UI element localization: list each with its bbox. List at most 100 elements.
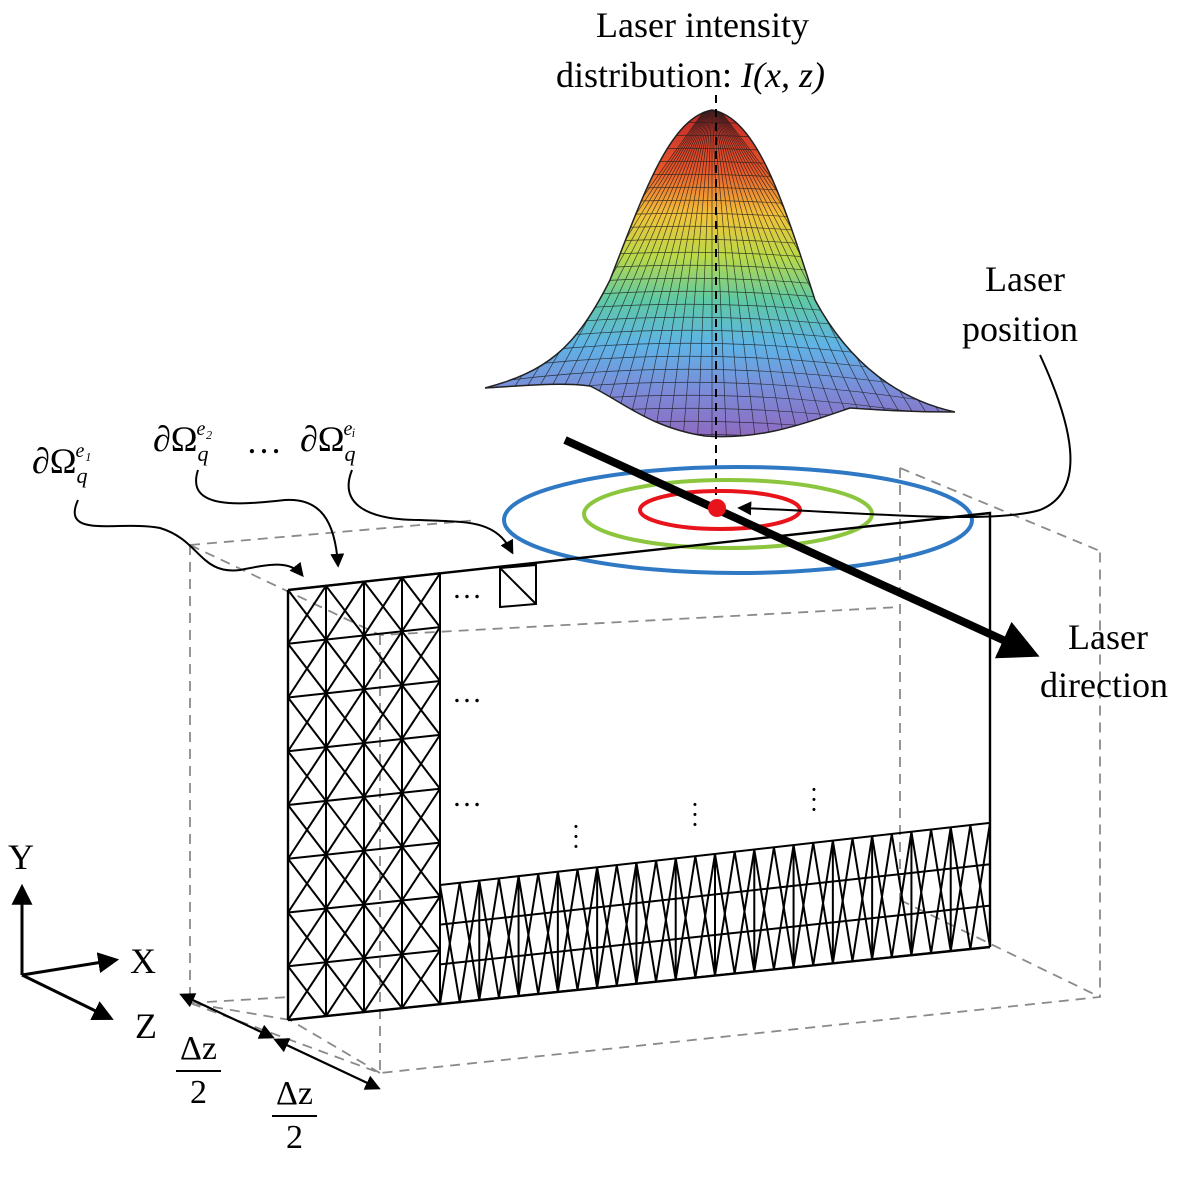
mesh-diagonal [831,838,854,964]
mesh-diagonal [363,576,403,636]
gaussian-radial-line [711,110,785,437]
mesh-left-column [287,572,441,1021]
gaussian-radial-line [711,110,843,437]
mesh-diagonal [694,855,716,976]
mesh-diagonal [714,851,736,976]
pointer-ei [347,469,514,555]
mesh-diagonal [287,800,327,860]
gaussian-radial-line [639,110,713,437]
mesh-diagonal [325,903,365,963]
gaussian-contour-line [460,447,980,475]
boundary-label-ei: ∂Ωqeᵢ [300,418,356,466]
mesh-diagonal [287,907,327,967]
gaussian-radial-line [711,110,858,437]
mesh-diagonal [401,626,441,686]
boundary-ellipsis: … [246,421,282,461]
gaussian-radial-line [653,110,713,437]
mesh-diagonal [401,734,441,794]
mesh-ellipsis-top: … [452,572,484,605]
mesh-diagonal [325,688,365,748]
dz-half-label-2: Δz 2 [272,1075,317,1157]
mesh-diagonal [325,796,365,856]
pointer-e1 [73,499,304,578]
gaussian-radial-line [711,110,800,437]
mesh-diagonal [458,882,481,1001]
axis-z-label: Z [135,1006,157,1046]
mesh-diagonal [969,824,991,948]
mesh-diagonal [401,788,441,848]
mesh-diagonal [325,742,365,802]
laser-direction-label-2: direction [1040,665,1168,705]
mesh-diagonal [635,860,658,984]
mesh-diagonal [363,953,403,1013]
title-formula: I(x, z) [741,55,825,95]
laser-position-label-2: position [962,309,1079,349]
mesh-diagonal [363,630,403,690]
boundary-label-e1: ∂Ωqe₁ [32,440,92,488]
mesh-diagonal [401,680,441,740]
axis-x-label: X [130,941,156,981]
mesh-diagonal [753,847,775,972]
gaussian-radial-line [711,110,887,437]
mesh-vdots-1: ··· [571,812,581,861]
mesh-diagonal [733,851,756,972]
mesh-diagonal [325,957,365,1017]
title-line2-prefix: distribution: [556,55,742,95]
axis-z-arrow [21,973,114,1021]
boundary-element-i [499,563,537,609]
mesh-diagonal [890,833,913,956]
mesh-diagonal [363,684,403,744]
mesh-diagonal [596,864,618,988]
mesh-diagonal [401,842,441,902]
gaussian-surface [460,109,980,475]
axis-y-label: Y [8,837,34,877]
mesh-diagonal [576,869,599,988]
coordinate-axes [11,883,120,1021]
gaussian-radial-line [711,110,872,437]
mesh-diagonal [655,860,677,980]
mesh-diagonal [792,842,815,968]
gaussian-contour-line [485,433,955,437]
mesh-diagonal [674,855,697,980]
gaussian-radial-line [711,110,814,437]
gaussian-fill [484,109,956,438]
mesh-vdots-2: ··· [690,790,700,839]
mesh-diagonal [325,634,365,694]
mesh-diagonal [910,829,933,956]
laser-point [708,499,726,517]
mesh-diagonal [517,873,540,997]
title-line2: distribution: I(x, z) [556,54,825,97]
mesh-diagonal [851,838,874,960]
gaussian-radial-line [711,110,829,437]
mesh-diagonal [772,847,795,968]
gaussian-radial-line [711,110,756,437]
axis-x-arrow [21,952,120,977]
gaussian-radial-line [624,110,713,437]
gaussian-radial-line [610,110,713,437]
laser-position-label-1: Laser [985,259,1065,299]
mesh-diagonal [871,833,893,960]
mesh-diagonal [401,895,441,955]
mesh-diagonal [287,854,327,914]
gaussian-radial-line [595,110,713,437]
mesh-diagonal [363,792,403,852]
mesh-diagonal [615,864,638,984]
gaussian-radial-line [697,110,713,437]
mesh-diagonal [401,572,441,632]
mesh-diagonal [949,824,972,952]
mesh-diagonal [401,949,441,1009]
mesh-diagonal [497,878,520,997]
mesh-diagonal [812,842,834,964]
mesh-diagonal [287,692,327,752]
mesh-vdots-3: ··· [809,775,819,824]
dz-dimension-arrows [179,993,381,1090]
mesh-diagonal [363,846,403,906]
mesh-diagonal [363,738,403,798]
gaussian-radial-line [668,110,713,437]
mesh-bottom-band [439,821,991,1005]
gaussian-radial-line [711,110,771,437]
dz-half-label-1: Δz 2 [176,1030,221,1112]
title-line1: Laser intensity [596,5,809,45]
